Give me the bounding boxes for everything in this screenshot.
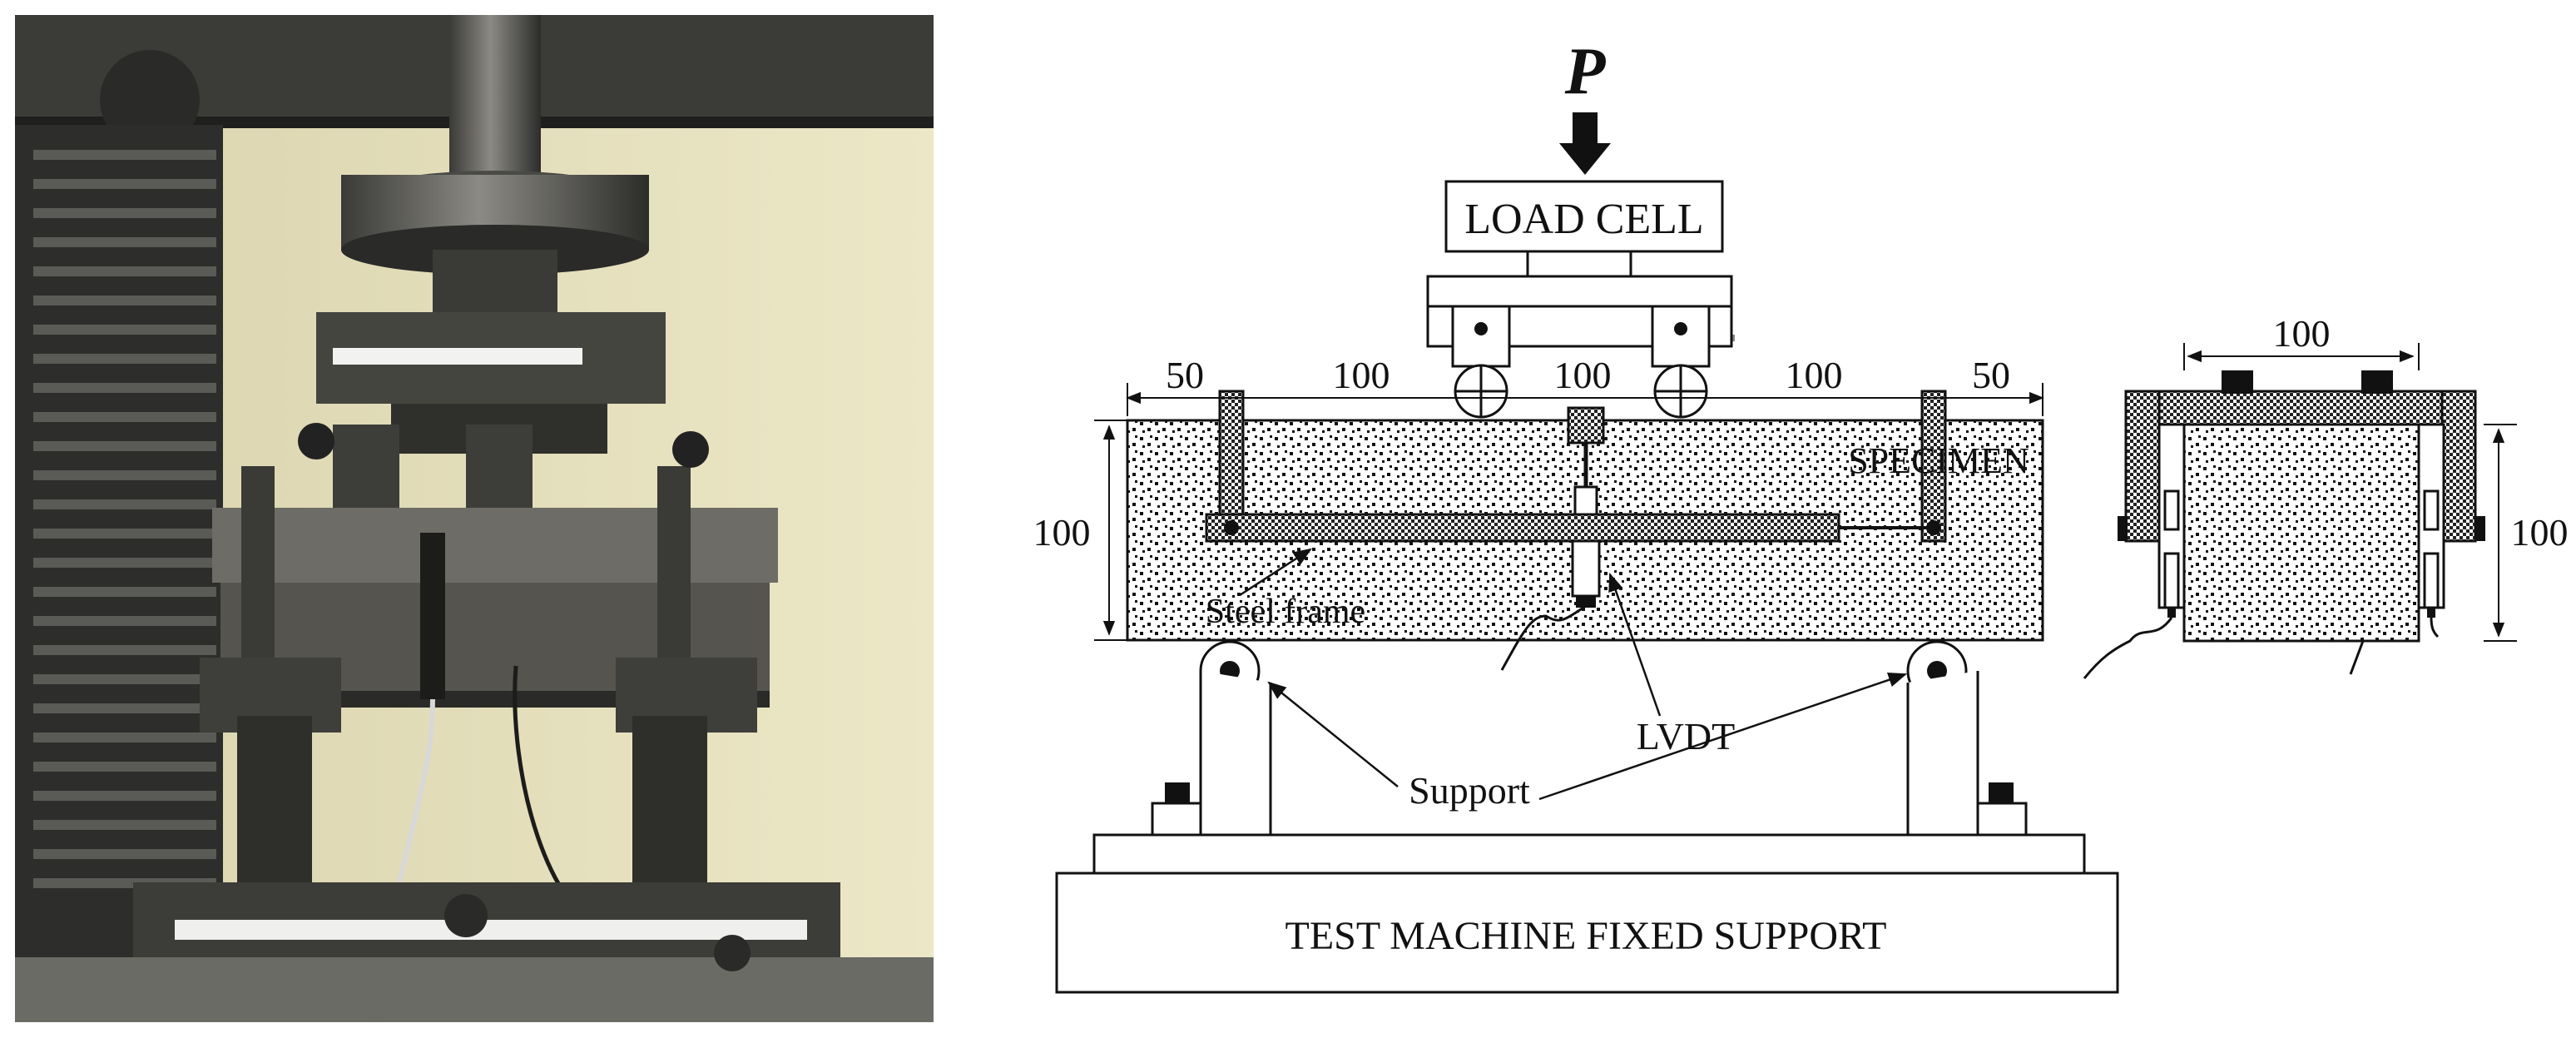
load-cell-box [1444, 180, 1724, 253]
test-machine-fixed-support-box [1055, 872, 2119, 994]
dim-100-b: 100 [1554, 354, 1612, 396]
section-height: 100 [2511, 511, 2569, 554]
load-cell-label: LOAD CELL [1464, 196, 1703, 243]
base-label: TEST MACHINE FIXED SUPPORT [1286, 914, 1887, 958]
dim-50-right: 50 [1972, 354, 2010, 396]
support-label: Support [1409, 769, 1530, 812]
louvre-vents [33, 150, 216, 888]
load-symbol: P [1564, 35, 1607, 108]
support-left [1199, 640, 1272, 837]
dim-100-a: 100 [1333, 354, 1390, 396]
specimen-label: SPECIMEN [1848, 440, 2029, 481]
clamp-left [1151, 802, 1202, 837]
test-rig-photo [15, 15, 934, 1023]
section-right-frame [2440, 390, 2477, 543]
steel-frame-label: Steel frame [1206, 593, 1365, 631]
steel-frame-right-post [1920, 390, 1947, 543]
section-specimen [2182, 423, 2420, 643]
section-top-frame [2124, 390, 2477, 426]
dim-height: 100 [1033, 511, 1091, 554]
section-width: 100 [2273, 312, 2331, 355]
clamp-right [1976, 802, 2028, 837]
loading-roller-left [1454, 364, 1508, 419]
dim-50-left: 50 [1166, 354, 1204, 396]
lvdt-body [1571, 539, 1601, 598]
support-right [1906, 640, 1979, 837]
lvdt-target-block [1567, 406, 1605, 445]
load-arrow-shaft [1573, 112, 1598, 146]
lvdt-label: LVDT [1637, 715, 1735, 757]
steel-frame-bar [1205, 513, 1840, 543]
load-arrow-head [1559, 143, 1611, 175]
loading-roller-right [1653, 364, 1708, 419]
load-head-bar [1426, 275, 1733, 308]
section-left-frame [2124, 390, 2161, 543]
bending-test-schematic [1055, 112, 2517, 994]
dim-100-c: 100 [1786, 354, 1843, 396]
load-head-top [1526, 250, 1632, 278]
base-plate [1092, 833, 2086, 875]
